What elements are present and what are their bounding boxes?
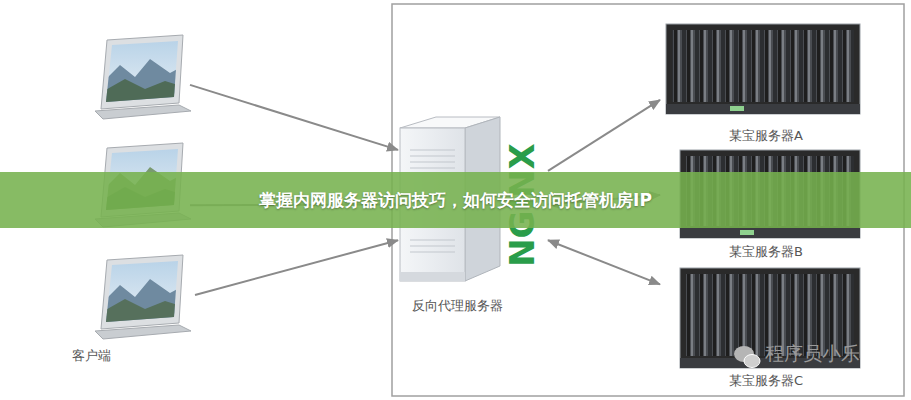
line-part (410, 162, 455, 163)
title: 掌握内网服务器访问技巧，如何安全访问托管机房IP (259, 189, 652, 212)
polygon-part (100, 299, 185, 325)
node-label: 某宝服务器C (729, 373, 803, 389)
arrow-connector (190, 85, 398, 150)
rack-server-icon (666, 24, 860, 114)
line-part (410, 240, 455, 241)
line-part (410, 168, 455, 169)
backend-server: 某宝服务器C (660, 262, 872, 394)
rect-part (666, 104, 860, 114)
watermark: 程序员小乐 (765, 344, 860, 363)
polygon-part (100, 79, 185, 105)
polygon-part (95, 105, 191, 119)
polygon-part (100, 59, 185, 105)
backend-server: 某宝服务器A (660, 18, 872, 146)
rect-part (740, 230, 754, 235)
arrow-connector (548, 240, 660, 284)
laptop-icon (95, 35, 191, 119)
rack-server-icon (680, 268, 860, 368)
line-part (410, 156, 455, 157)
node-label: 反向代理服务器 (412, 298, 503, 314)
rect-part (680, 268, 860, 368)
polygon-part (100, 279, 185, 325)
node-label: 客户端 (72, 348, 111, 364)
rect-part (680, 228, 860, 238)
wechat-icon (734, 346, 760, 368)
g-part (100, 59, 185, 105)
rect-part (400, 272, 465, 281)
laptop-icon (95, 255, 191, 339)
rect-part (672, 30, 854, 102)
arrow-connector (195, 240, 398, 295)
client-laptop: 客户端 (70, 250, 195, 370)
line-part (410, 150, 455, 151)
node-label: 某宝服务器A (729, 128, 803, 144)
node-label: 某宝服务器B (729, 244, 803, 260)
rect-part (730, 106, 744, 111)
g-part (100, 279, 185, 325)
ellipse-part (744, 355, 760, 368)
line-part (410, 246, 455, 247)
arrow-connector (548, 100, 660, 171)
line-part (410, 252, 455, 253)
client-laptop (95, 30, 190, 120)
rect-part (666, 24, 860, 114)
polygon-part (95, 325, 191, 339)
